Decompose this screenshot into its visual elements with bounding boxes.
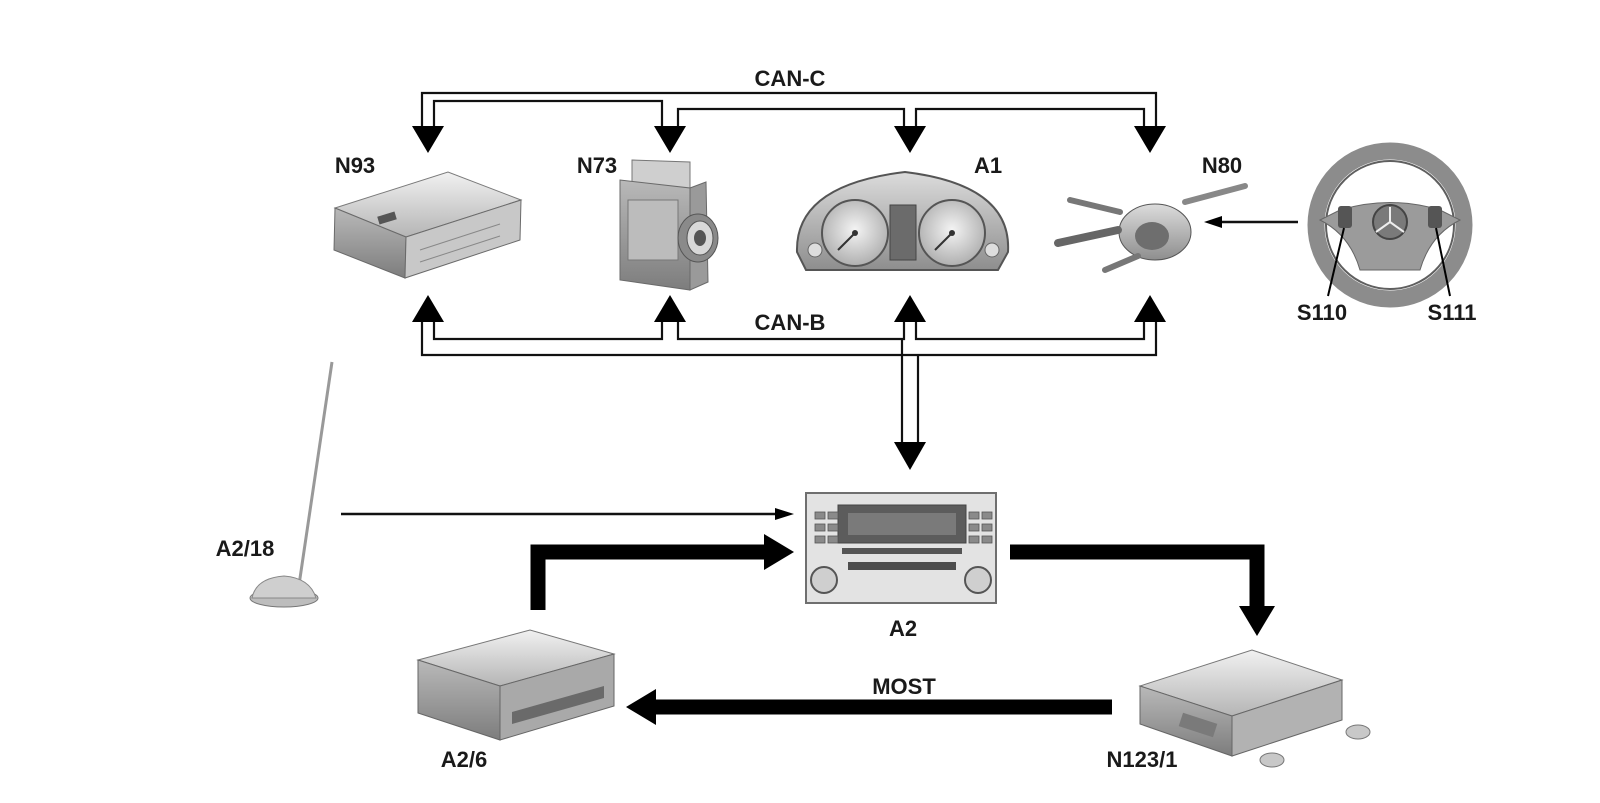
- n73-ignition-switch: N73: [577, 153, 719, 291]
- a2-18-antenna: A2/18: [216, 361, 794, 608]
- can-c-bus: CAN-C: [412, 66, 1166, 153]
- n93-module: N93: [333, 153, 523, 279]
- most-label: MOST: [872, 674, 936, 699]
- most-ring: MOST: [530, 534, 1275, 725]
- s110-label: S110: [1297, 300, 1347, 325]
- a2-6-cd-changer: A2/6: [416, 629, 616, 772]
- steering-wheel-to-n80-arrow: [1204, 216, 1298, 228]
- n123-1-label: N123/1: [1107, 747, 1178, 772]
- can-b-label: CAN-B: [755, 310, 826, 335]
- can-c-label: CAN-C: [755, 66, 826, 91]
- a2-18-label: A2/18: [216, 536, 275, 561]
- a1-label: A1: [974, 153, 1002, 178]
- a2-6-label: A2/6: [441, 747, 487, 772]
- a2-head-unit: A2: [805, 492, 997, 641]
- s110-switch-icon: [1338, 206, 1352, 228]
- a1-instrument-cluster: A1: [795, 153, 1010, 271]
- n80-steering-column-module: N80: [1054, 153, 1248, 273]
- n93-label: N93: [335, 153, 375, 178]
- can-b-bus: CAN-B: [412, 295, 1166, 470]
- n80-label: N80: [1202, 153, 1242, 178]
- s111-label: S111: [1428, 300, 1477, 325]
- s111-switch-icon: [1428, 206, 1442, 228]
- a2-label: A2: [889, 616, 917, 641]
- n73-label: N73: [577, 153, 617, 178]
- n123-1-module: N123/1: [1107, 649, 1371, 772]
- steering-wheel: S110 S111: [1297, 142, 1477, 325]
